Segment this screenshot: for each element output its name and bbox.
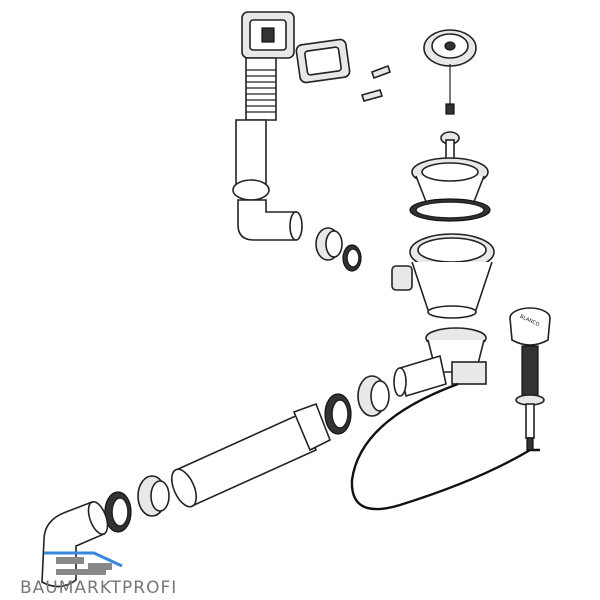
bowden-cable (350, 382, 540, 511)
outlet-housing (393, 327, 487, 398)
drain-body (391, 233, 495, 319)
strainer-basket (423, 29, 477, 115)
ring-left (104, 491, 132, 533)
nut-left (137, 475, 170, 517)
nut-right (357, 375, 390, 417)
overflow-hose (232, 57, 303, 241)
elbow-pipe (41, 500, 109, 588)
drain-screw (440, 131, 460, 163)
watermark-logo (44, 551, 123, 575)
popup-knob: BLANCO (509, 307, 551, 451)
nut-and-ring (315, 227, 362, 272)
straight-pipe (170, 402, 332, 508)
screws (360, 64, 392, 102)
overflow-gasket (295, 38, 351, 84)
drain-flange (409, 157, 491, 222)
overflow-cover (241, 11, 295, 59)
watermark-text: BAUMARKTPROFI (20, 578, 178, 598)
ring-right (324, 393, 352, 435)
